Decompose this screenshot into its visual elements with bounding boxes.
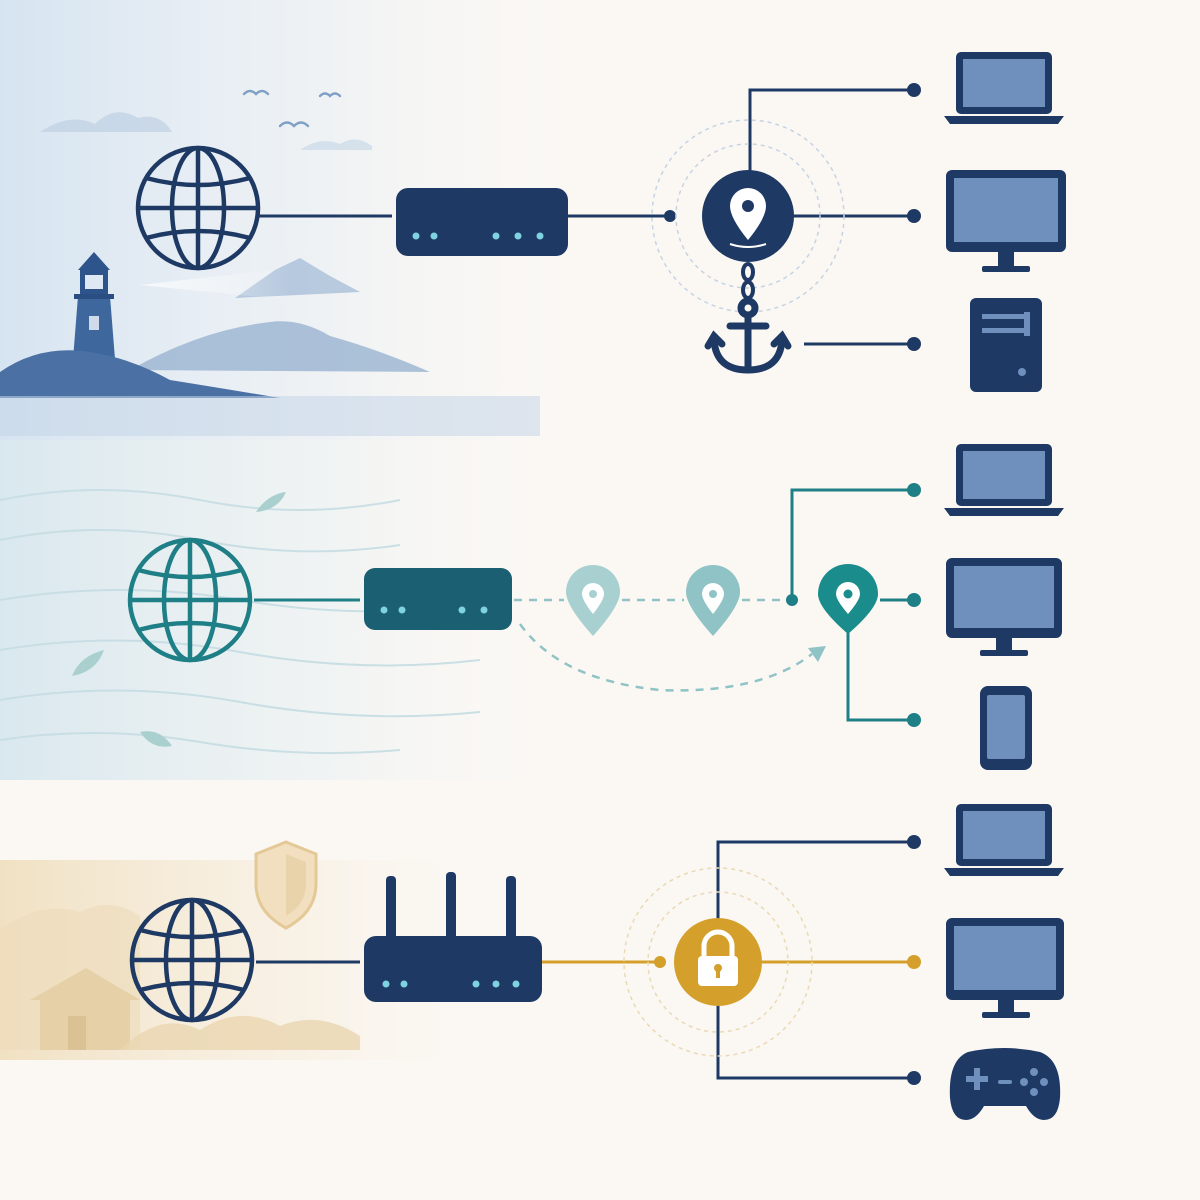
signal-rings <box>651 119 845 313</box>
gamepad-icon[interactable] <box>949 1048 1061 1120</box>
leaves <box>72 492 286 747</box>
shield-watermark <box>254 840 318 930</box>
scene-secured <box>129 804 1064 1120</box>
laptop-icon[interactable] <box>944 444 1064 516</box>
location-pin-icon[interactable] <box>818 564 878 634</box>
chain <box>741 262 755 300</box>
modem-icon[interactable] <box>396 188 568 256</box>
globe-icon[interactable] <box>127 537 253 663</box>
location-pin-icon[interactable] <box>686 565 740 636</box>
location-pin-icon[interactable] <box>702 170 794 262</box>
birds <box>242 89 342 128</box>
laptop-icon[interactable] <box>944 804 1064 876</box>
scene-roaming <box>127 444 1064 770</box>
padlock-icon[interactable] <box>674 918 762 1006</box>
house <box>30 968 140 1050</box>
anchor-icon[interactable] <box>704 297 792 374</box>
laptop-icon[interactable] <box>944 52 1064 124</box>
monitor-icon[interactable] <box>946 918 1064 1018</box>
globe-icon[interactable] <box>129 897 255 1023</box>
monitor-icon[interactable] <box>946 558 1062 656</box>
wifi-router-icon[interactable] <box>364 872 542 1002</box>
desktop-tower-icon[interactable] <box>970 298 1042 392</box>
modem-icon[interactable] <box>364 568 512 630</box>
monitor-icon[interactable] <box>946 170 1066 272</box>
location-pin-icon[interactable] <box>566 565 620 636</box>
tablet-icon[interactable] <box>980 686 1032 770</box>
globe-icon[interactable] <box>135 145 261 271</box>
scene-fixed <box>135 52 1066 392</box>
